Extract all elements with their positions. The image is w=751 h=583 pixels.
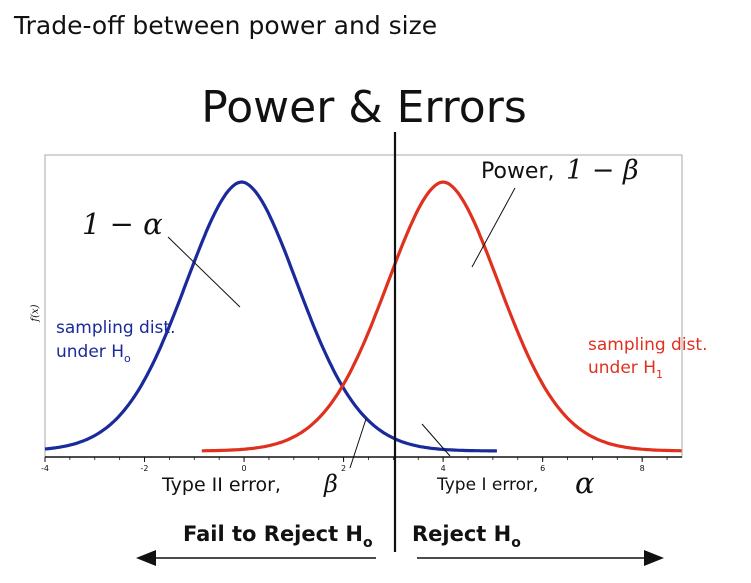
type1-error-label: Type I error, xyxy=(436,475,538,495)
h0-sampling-distribution-curve xyxy=(44,180,497,453)
x-tick-label: 6 xyxy=(540,464,545,473)
x-tick-label: 0 xyxy=(242,464,247,473)
reject-arrowhead xyxy=(644,550,664,566)
plot-frame xyxy=(44,154,683,458)
h0-label-text: under H xyxy=(56,342,124,362)
fail-to-reject-arrowhead xyxy=(136,550,156,566)
h1-label-line1: sampling dist. xyxy=(588,335,707,355)
h0-label-line2: under Ho xyxy=(56,342,131,365)
h1-label-subscript: 1 xyxy=(656,368,663,381)
header-text: Trade-off between power and size xyxy=(13,11,437,40)
x-tick-label: -4 xyxy=(41,464,49,473)
reject-label: Reject Ho xyxy=(412,522,521,551)
type1-pointer xyxy=(421,423,451,457)
h1-label-line2: under H1 xyxy=(588,358,663,381)
beta-symbol: β xyxy=(323,470,338,498)
type2-error-label: Type II error, xyxy=(161,474,281,496)
x-axis-ticks: -4 -2 0 2 4 6 8 xyxy=(41,457,668,473)
power-label: Power, xyxy=(481,159,555,184)
fail-to-reject-subscript: o xyxy=(363,535,373,551)
h0-label-line1: sampling dist. xyxy=(56,318,175,338)
alpha-symbol: α xyxy=(575,466,595,500)
one-minus-alpha-label: 1 − α xyxy=(82,207,163,241)
one-minus-alpha-pointer xyxy=(167,236,241,308)
x-tick-label: 8 xyxy=(640,464,645,473)
fail-to-reject-label: Fail to Reject Ho xyxy=(183,522,373,551)
reject-text: Reject H xyxy=(412,522,511,546)
x-tick-label: 2 xyxy=(341,464,346,473)
fail-to-reject-text: Fail to Reject H xyxy=(183,522,363,546)
diagram-title: Power & Errors xyxy=(201,82,527,133)
h0-label-subscript: o xyxy=(124,352,131,365)
h1-sampling-distribution-curve xyxy=(201,180,682,453)
type2-pointer xyxy=(349,418,367,469)
power-pointer xyxy=(471,187,516,268)
y-axis-label: f(x) xyxy=(30,304,41,322)
x-tick-label: -2 xyxy=(141,464,149,473)
power-formula: 1 − β xyxy=(566,155,639,186)
reject-subscript: o xyxy=(511,535,521,551)
h1-label-text: under H xyxy=(588,358,656,378)
x-tick-label: 4 xyxy=(441,464,446,473)
